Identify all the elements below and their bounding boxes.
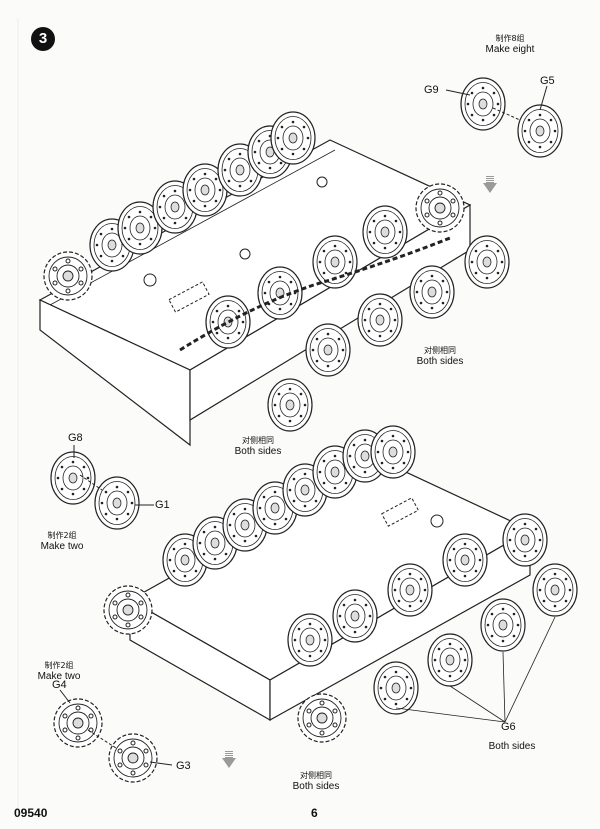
- note-cn: 对侧相同: [242, 436, 274, 445]
- note-make-two-sprocket: 制作2组 Make two: [29, 661, 89, 682]
- part-label-g6: G6: [501, 721, 516, 733]
- part-label-g3: G3: [176, 760, 191, 772]
- note-en: Both sides: [234, 446, 282, 457]
- page-number: 6: [311, 806, 318, 820]
- lower-hull-assembly: [103, 425, 578, 743]
- step-number-badge: 3: [31, 27, 55, 51]
- part-label-g1: G1: [155, 499, 170, 511]
- catalog-number: 09540: [14, 806, 48, 820]
- note-en: Both sides: [292, 781, 340, 792]
- note-both-sides-upper-right: 对侧相同 Both sides: [410, 346, 470, 367]
- note-en: Make eight: [485, 44, 535, 55]
- note-en: Make two: [40, 541, 84, 552]
- note-both-sides-lower: 对侧相同 Both sides: [286, 771, 346, 792]
- upper-hull-assembly: [38, 111, 510, 447]
- note-both-sides-upper-center: 对侧相同 Both sides: [228, 436, 288, 457]
- note-cn: 制作2组: [47, 531, 77, 540]
- note-make-two-idler: 制作2组 Make two: [32, 531, 92, 552]
- note-en: Both sides: [488, 741, 536, 752]
- wheel-pair-detail: [445, 77, 563, 158]
- note-make-eight: 制作8组 Make eight: [478, 34, 542, 55]
- direction-arrow-icon: [222, 751, 236, 768]
- note-cn: 对侧相同: [300, 771, 332, 780]
- part-label-g4: G4: [52, 679, 67, 691]
- note-cn: 制作8组: [495, 34, 525, 43]
- note-cn: 制作2组: [44, 661, 74, 670]
- note-both-sides-g6: Both sides: [482, 741, 542, 752]
- part-label-g8: G8: [68, 432, 83, 444]
- sprocket-detail: [53, 689, 173, 783]
- note-en: Both sides: [416, 356, 464, 367]
- idler-detail: [50, 445, 154, 530]
- part-label-g5: G5: [540, 75, 555, 87]
- part-label-g9: G9: [424, 84, 439, 96]
- note-cn: 对侧相同: [424, 346, 456, 355]
- direction-arrow-icon: [483, 176, 497, 193]
- note-en: Make two: [37, 671, 81, 682]
